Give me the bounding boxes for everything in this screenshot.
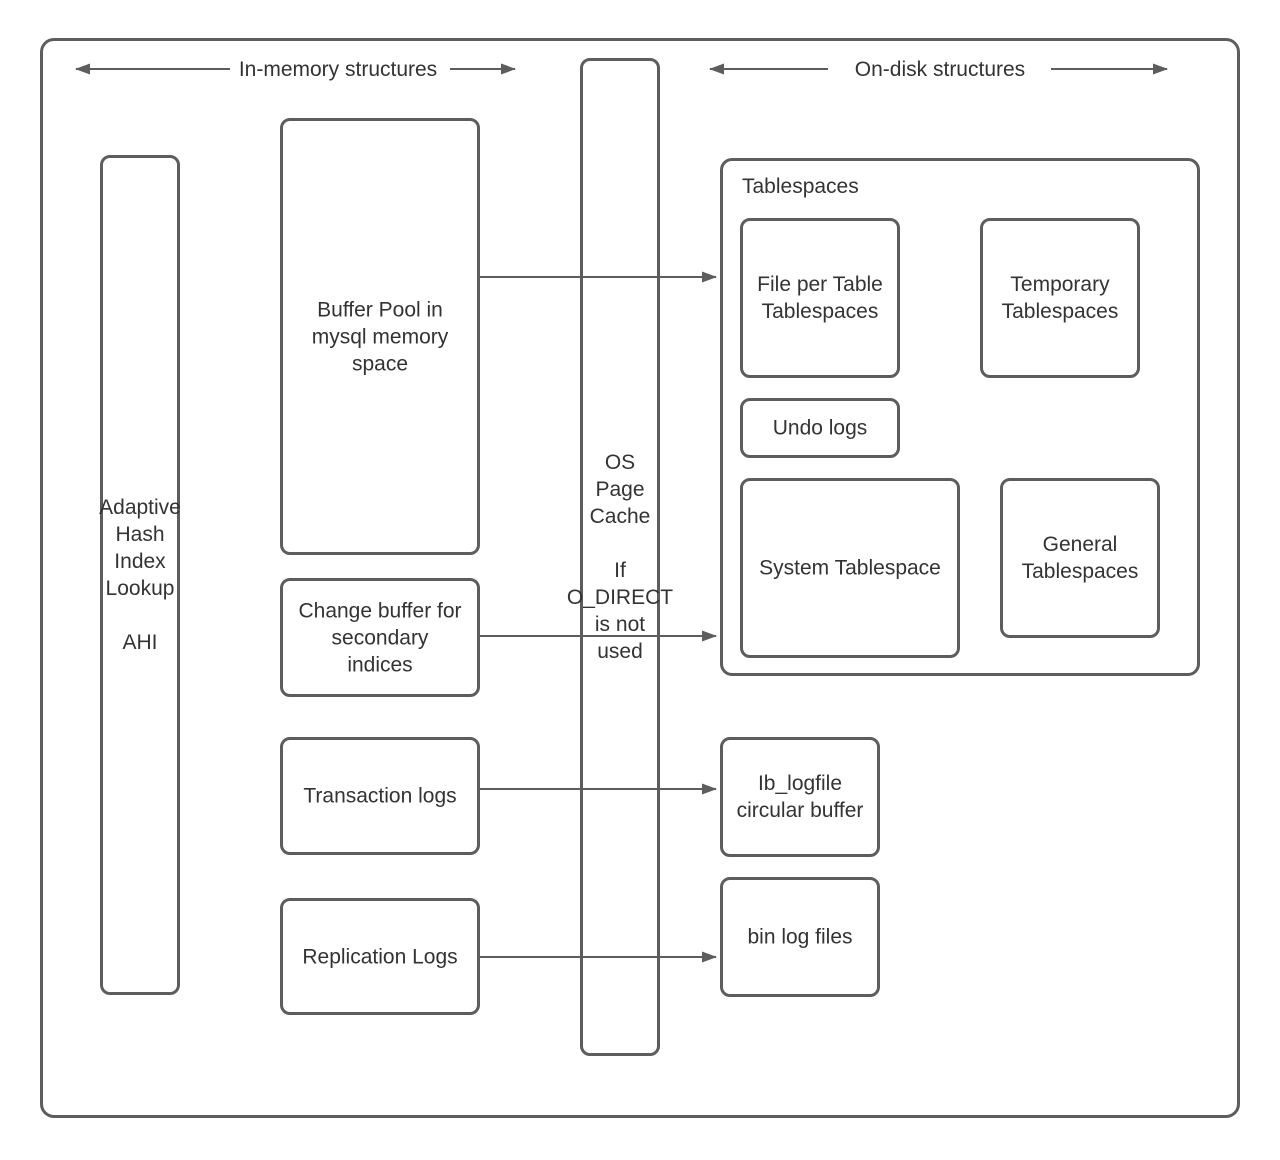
file-per-table-tablespaces-box: File per Table Tablespaces — [740, 218, 900, 378]
transaction-logs-label: Transaction logs — [303, 784, 457, 808]
on-disk-structures-label: On-disk structures — [854, 58, 1026, 81]
bin-log-files-label: bin log files — [747, 925, 853, 949]
buffer-pool-box: Buffer Pool in mysql memory space — [280, 118, 480, 555]
bin-log-files-box: bin log files — [720, 877, 880, 997]
general-tablespaces-label: General Tablespaces — [1021, 533, 1139, 583]
replication-logs-label: Replication Logs — [302, 945, 458, 968]
adaptive-hash-index-label: Adaptive Hash Index Lookup AHI — [99, 496, 181, 654]
in-memory-structures-label: In-memory structures — [238, 58, 438, 81]
os-page-cache-box: OS Page Cache If O_DIRECT is not used — [567, 58, 673, 1056]
replication-logs-box: Replication Logs — [280, 898, 480, 1015]
change-buffer-box: Change buffer for secondary indices — [280, 578, 480, 697]
ib-logfile-label: Ib_logfile circular buffer — [736, 772, 864, 822]
general-tablespaces-box: General Tablespaces — [1000, 478, 1160, 638]
temporary-tablespaces-label: Temporary Tablespaces — [1001, 273, 1119, 323]
transaction-logs-box: Transaction logs — [280, 737, 480, 855]
buffer-pool-label: Buffer Pool in mysql memory space — [311, 298, 449, 375]
undo-logs-box: Undo logs — [740, 398, 900, 458]
tablespaces-group-label: Tablespaces — [742, 175, 859, 198]
adaptive-hash-index-box: Adaptive Hash Index Lookup AHI — [99, 155, 181, 995]
system-tablespace-label: System Tablespace — [759, 556, 941, 580]
file-per-table-tablespaces-label: File per Table Tablespaces — [757, 273, 883, 323]
undo-logs-label: Undo logs — [772, 416, 868, 440]
temporary-tablespaces-box: Temporary Tablespaces — [980, 218, 1140, 378]
change-buffer-label: Change buffer for secondary indices — [298, 599, 462, 676]
os-page-cache-label: OS Page Cache If O_DIRECT is not used — [566, 451, 674, 663]
ib-logfile-box: Ib_logfile circular buffer — [720, 737, 880, 857]
system-tablespace-box: System Tablespace — [740, 478, 960, 658]
